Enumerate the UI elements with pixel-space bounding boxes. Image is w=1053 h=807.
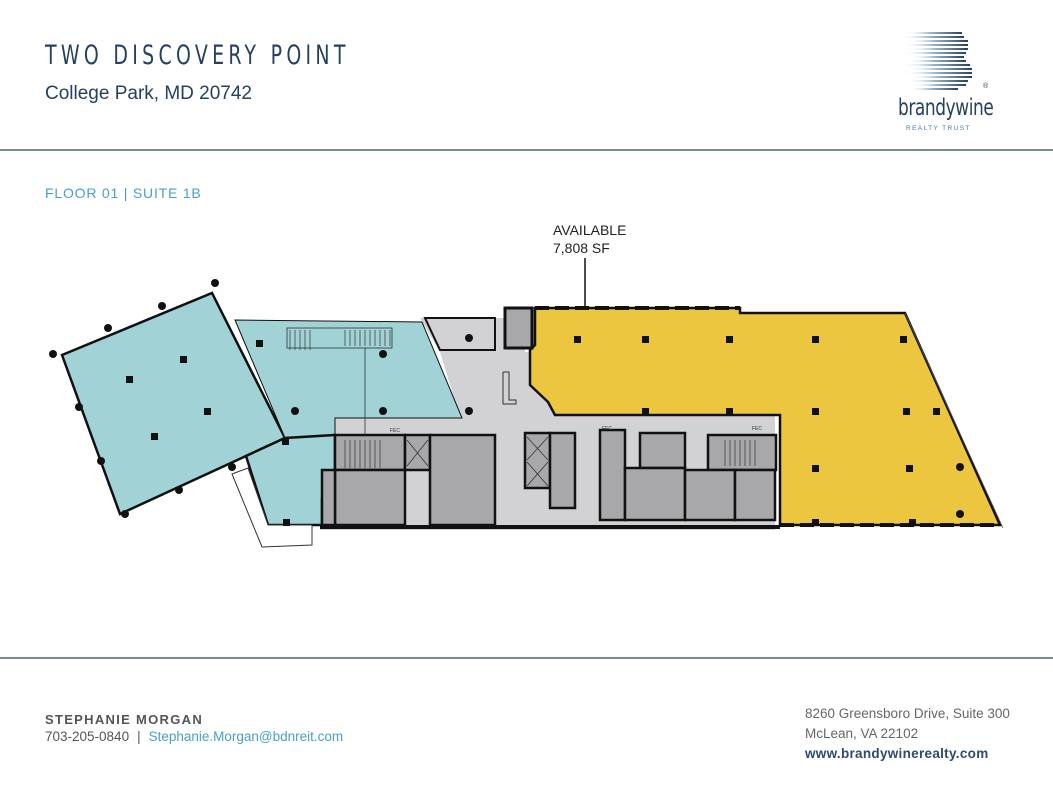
logo-wordmark: brandywine — [898, 95, 994, 121]
property-title: TWO DISCOVERY POINT — [45, 40, 350, 71]
suite-area: 7,808 SF — [553, 240, 610, 256]
contact-phone[interactable]: 703-205-0840 — [45, 729, 130, 744]
website-link[interactable]: www.brandywinerealty.com — [805, 746, 989, 761]
svg-text:FEC: FEC — [752, 426, 762, 432]
footer-divider — [0, 657, 1053, 659]
contact-name: STEPHANIE MORGAN — [45, 712, 204, 727]
brandywine-b-logo-icon — [900, 32, 972, 90]
svg-text:FEC: FEC — [602, 426, 612, 432]
floor-suite-label: FLOOR 01 | SUITE 1B — [45, 185, 202, 201]
office-address-line2: McLean, VA 22102 — [805, 726, 919, 741]
available-suite-1b — [528, 306, 1002, 527]
contact-separator: | — [137, 729, 141, 744]
suite-availability-callout: AVAILABLE 7,808 SF — [553, 221, 626, 257]
registered-mark: ® — [983, 83, 989, 90]
header-divider — [0, 149, 1053, 151]
office-address-line1: 8260 Greensboro Drive, Suite 300 — [805, 706, 1010, 721]
contact-details: 703-205-0840 | Stephanie.Morgan@bdnreit.co… — [45, 729, 343, 744]
availability-status: AVAILABLE — [553, 222, 627, 238]
contact-email-link[interactable]: Stephanie.Morgan@bdnreit.com — [148, 729, 344, 744]
logo-tagline: REALTY TRUST — [906, 125, 971, 132]
svg-text:FEC: FEC — [390, 428, 400, 434]
property-address: College Park, MD 20742 — [45, 83, 252, 104]
